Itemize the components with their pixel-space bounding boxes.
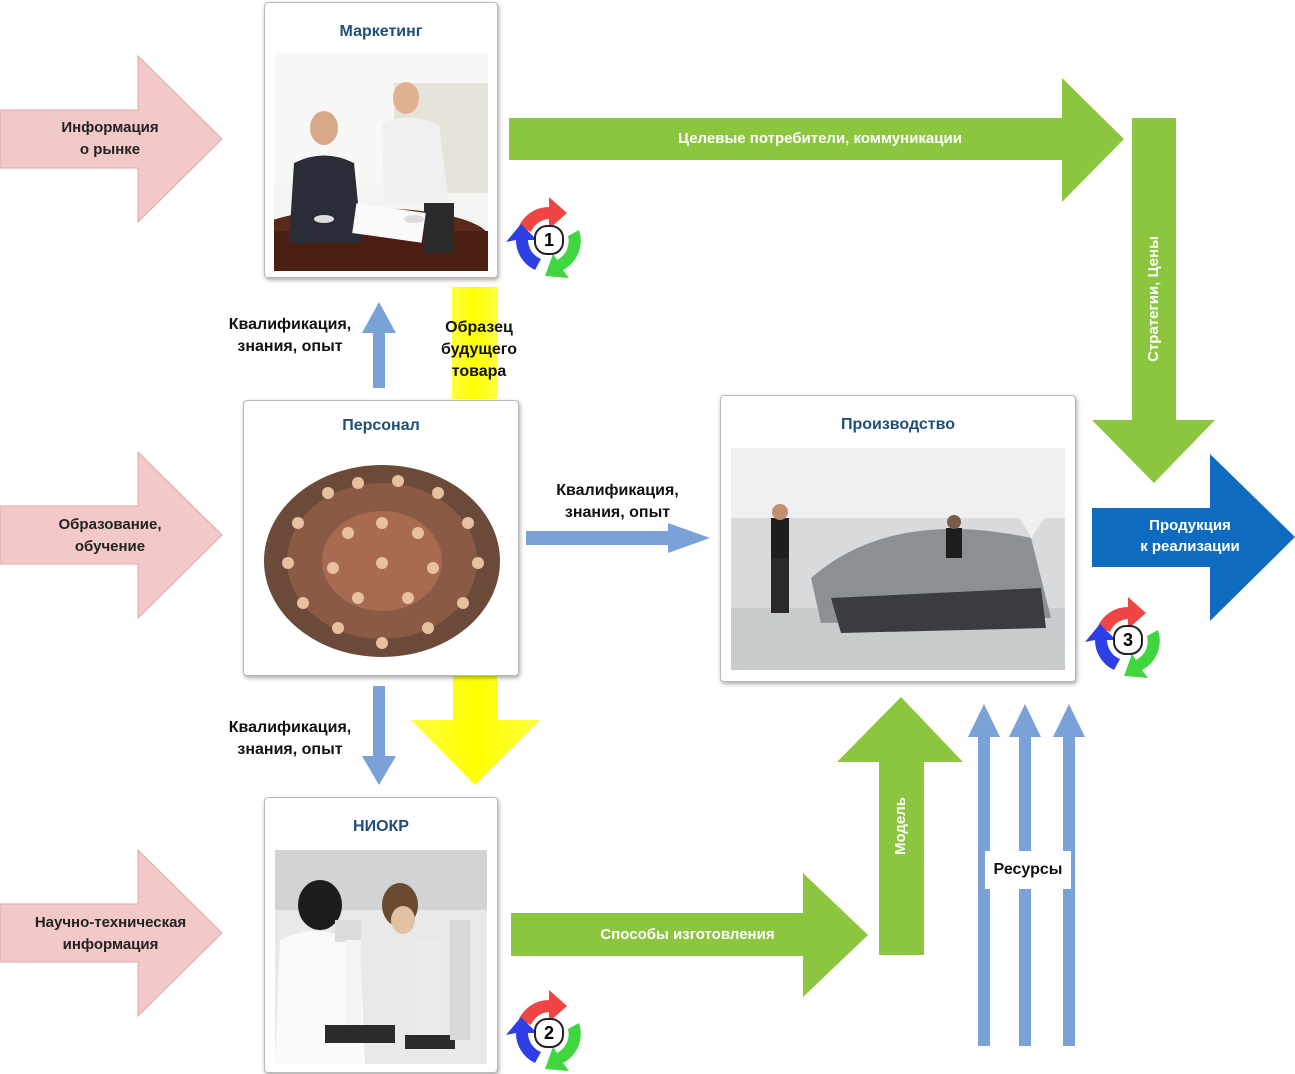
label-education: Образование,обучение [58, 516, 162, 555]
production-title: Производство [840, 416, 956, 433]
arrow-methods [511, 873, 868, 997]
label-qual-down: Квалификация,знания, опыт [228, 719, 352, 758]
arrow-strategies [1092, 118, 1215, 483]
niokr-box: НИОКР [264, 797, 498, 1073]
niokr-title: НИОКР [353, 818, 409, 835]
label-qual-right: Квалификация,знания, опыт [556, 482, 679, 521]
arrow-target-consumers [509, 78, 1124, 202]
arrow-qual-right [526, 523, 710, 553]
marketing-title: Маркетинг [339, 23, 423, 40]
arrow-qual-down [362, 686, 396, 785]
label-model: Модель [892, 796, 909, 856]
personnel-title: Персонал [342, 417, 420, 434]
production-box: Производство [720, 395, 1076, 682]
niokr-photo [275, 850, 487, 1064]
marketing-box: Маркетинг [264, 2, 498, 278]
cycle-icon-2 [506, 990, 581, 1071]
production-photo [731, 448, 1065, 670]
label-strategies: Стратегии, Цены [1145, 236, 1162, 362]
cycle-number-2: 2 [534, 1018, 564, 1048]
arrow-sample-up [452, 287, 497, 399]
cycle-number-3: 3 [1113, 625, 1143, 655]
input-arrow-education [0, 450, 223, 620]
arrow-model [837, 697, 963, 955]
arrow-resource-1 [968, 704, 1000, 1046]
label-resources: Ресурсы [985, 851, 1071, 889]
cycle-icon-1 [506, 197, 581, 278]
input-arrow-sci-info [0, 848, 223, 1018]
personnel-photo [258, 453, 506, 663]
cycle-number-1: 1 [534, 225, 564, 255]
label-methods: Способы изготовления [600, 926, 775, 943]
arrow-qual-up [362, 302, 396, 388]
arrow-product [1092, 454, 1295, 621]
label-target-consumers: Целевые потребители, коммуникации [678, 130, 962, 147]
cycle-icon-3 [1085, 597, 1160, 678]
arrow-sample-down [411, 676, 540, 785]
personnel-box: Персонал [243, 400, 519, 676]
input-arrow-market-info [0, 54, 223, 224]
marketing-photo [274, 53, 488, 271]
label-qual-up: Квалификация,знания, опыт [228, 316, 352, 355]
